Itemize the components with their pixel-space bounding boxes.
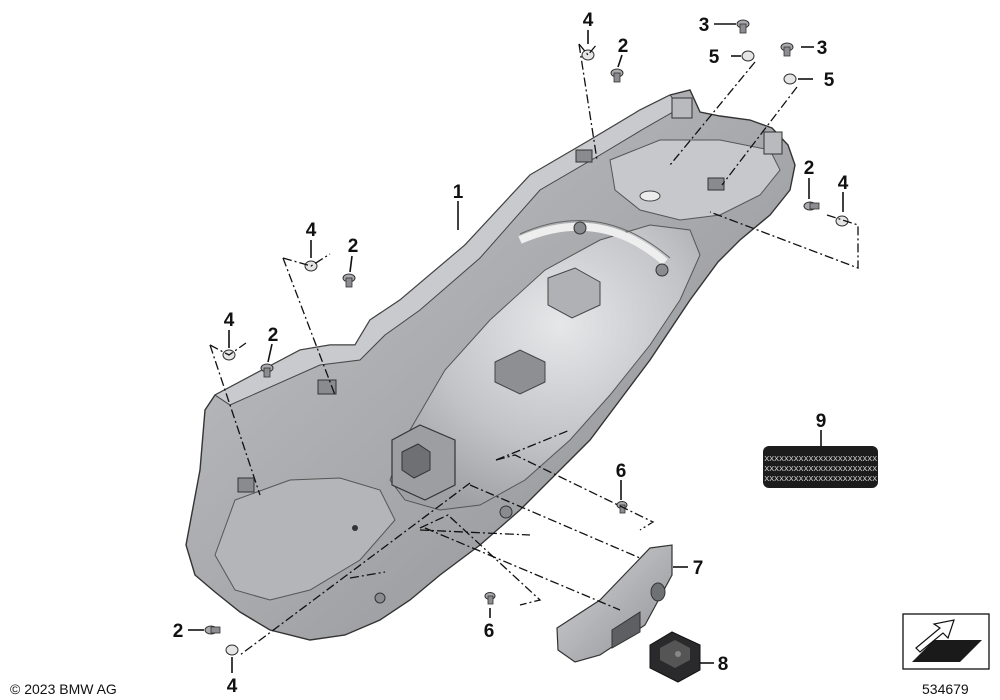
callout-2: 2 <box>173 621 184 642</box>
callout-4: 4 <box>224 310 235 331</box>
rear-tray-part <box>185 89 796 641</box>
washer-icon <box>581 49 595 61</box>
callout-2: 2 <box>348 236 359 257</box>
copyright-text: © 2023 BMW AG <box>10 681 117 697</box>
screw-icon <box>484 592 496 605</box>
switch-part <box>649 631 701 683</box>
cover-part <box>556 544 673 663</box>
label-plate-line-1: xxxxxxxxxxxxxxxxxxxxxxx <box>764 454 877 464</box>
leader-lines <box>188 23 844 673</box>
callout-2: 2 <box>618 36 629 57</box>
assembly-lines <box>209 43 859 656</box>
washer-icon <box>783 73 797 85</box>
screw-icon <box>616 501 628 514</box>
callout-2: 2 <box>268 325 279 346</box>
mounting-hole <box>374 592 386 604</box>
screw-icon <box>803 201 820 211</box>
screw-icon <box>610 68 624 83</box>
washer-icon <box>741 50 755 62</box>
callout-8: 8 <box>718 654 729 675</box>
rear-tray-pad <box>494 349 546 395</box>
rear-tray-arc <box>518 222 668 266</box>
label-plate-line-2: xxxxxxxxxxxxxxxxxxxxxxx <box>764 464 877 474</box>
screw-icon <box>204 625 221 635</box>
callout-2: 2 <box>804 158 815 179</box>
mounting-hole <box>573 221 587 235</box>
screw-icon <box>780 42 794 57</box>
tray-tab <box>237 477 255 493</box>
mounting-hole <box>352 525 358 531</box>
label-plate-body <box>763 446 878 488</box>
tray-tab <box>763 131 783 155</box>
callout-3: 3 <box>817 38 828 59</box>
callout-5: 5 <box>824 70 835 91</box>
washer-icon <box>225 644 239 656</box>
screw-icon <box>342 273 356 288</box>
tray-tab <box>707 177 725 191</box>
diagram-number: 534679 <box>922 681 969 697</box>
callout-6: 6 <box>616 461 627 482</box>
callout-3: 3 <box>699 15 710 36</box>
tray-tab <box>671 97 693 119</box>
rear-tray-bracket <box>547 267 601 319</box>
callout-1: 1 <box>453 182 464 203</box>
callouts: 1 4 2 3 5 3 5 2 4 4 2 4 2 9 6 7 8 6 2 4 <box>173 10 849 697</box>
tray-tab <box>317 379 337 395</box>
callout-6: 6 <box>484 621 495 642</box>
label-plate: xxxxxxxxxxxxxxxxxxxxxxx xxxxxxxxxxxxxxxx… <box>763 446 878 488</box>
orientation-symbol-icon <box>902 613 990 670</box>
screw-icon <box>736 19 750 34</box>
mounting-hole <box>655 263 669 277</box>
callout-4: 4 <box>306 220 317 241</box>
label-plate-line-3: xxxxxxxxxxxxxxxxxxxxxxx <box>764 474 877 484</box>
callout-7: 7 <box>693 558 704 579</box>
callout-4: 4 <box>227 676 238 697</box>
tray-tab <box>575 149 593 163</box>
mounting-hole <box>499 505 513 519</box>
rear-tray-front-step <box>214 477 396 601</box>
callout-4: 4 <box>583 10 594 31</box>
callout-9: 9 <box>816 411 827 432</box>
callout-4: 4 <box>838 173 849 194</box>
screw-icon <box>260 363 274 378</box>
slot-hole <box>639 190 661 202</box>
callout-5: 5 <box>709 47 720 68</box>
